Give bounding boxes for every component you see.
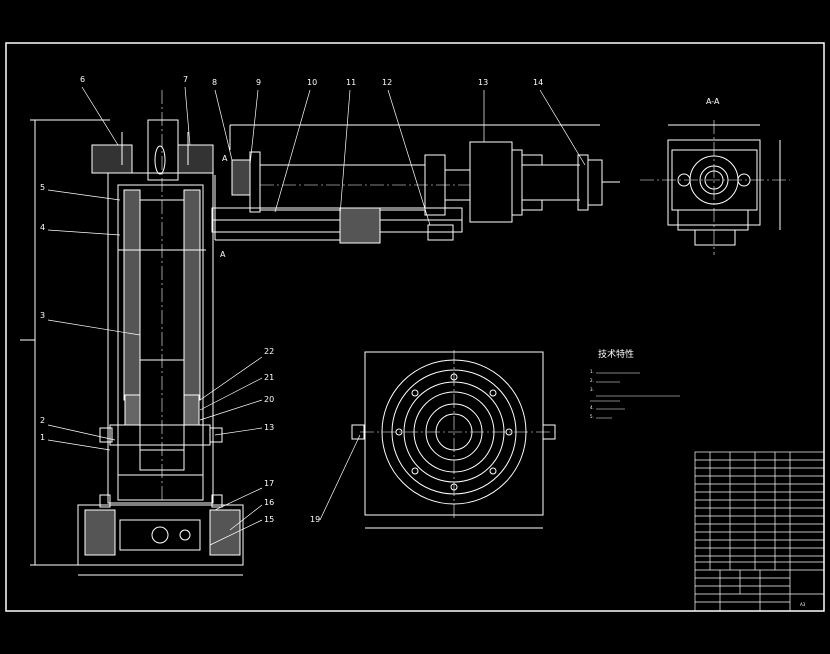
part-label: 10 — [307, 78, 317, 87]
part-label: 9 — [256, 78, 261, 87]
part-label: 13 — [264, 423, 274, 432]
part-label: 7 — [183, 75, 188, 84]
part-label: 22 — [264, 347, 274, 356]
column-assembly — [20, 90, 244, 576]
sheet-size: A3 — [800, 602, 806, 607]
arm-assembly — [211, 124, 620, 244]
tech-note: 4. — [590, 405, 594, 410]
part-label: 15 — [264, 515, 274, 524]
part-label: 4 — [40, 223, 45, 232]
sheet-border — [5, 42, 825, 612]
part-label: 16 — [264, 498, 274, 507]
base-plan-view — [351, 350, 556, 529]
title-block — [694, 451, 825, 612]
part-label: 14 — [533, 78, 543, 87]
tech-note: 3. — [590, 387, 594, 392]
tech-note: 1. — [590, 369, 594, 374]
tech-note: 2. — [590, 378, 594, 383]
section-marker-top: A — [222, 154, 228, 163]
part-label: 1 — [40, 433, 45, 442]
part-label: 5 — [40, 183, 45, 192]
part-label: 17 — [264, 479, 274, 488]
part-label: 12 — [382, 78, 392, 87]
tech-note: 5. — [590, 414, 594, 419]
part-labels: 6 7 8 9 10 11 12 13 14 5 4 3 2 1 22 21 2… — [40, 75, 543, 524]
part-label: 3 — [40, 311, 45, 320]
part-label: 11 — [346, 78, 356, 87]
part-label: 8 — [212, 78, 217, 87]
section-view — [640, 120, 790, 255]
part-label: 20 — [264, 395, 274, 404]
part-label: 2 — [40, 416, 45, 425]
tech-notes: 技术特性 1. 2. 3. 4. 5. — [590, 348, 680, 419]
part-label: 21 — [264, 373, 274, 382]
leader-lines — [47, 86, 586, 546]
part-label: 13 — [478, 78, 488, 87]
section-marker-bottom: A — [220, 250, 226, 259]
tech-notes-title: 技术特性 — [598, 348, 634, 360]
part-label: 6 — [80, 75, 85, 84]
part-label: 19 — [310, 515, 320, 524]
section-label: A-A — [706, 97, 720, 106]
